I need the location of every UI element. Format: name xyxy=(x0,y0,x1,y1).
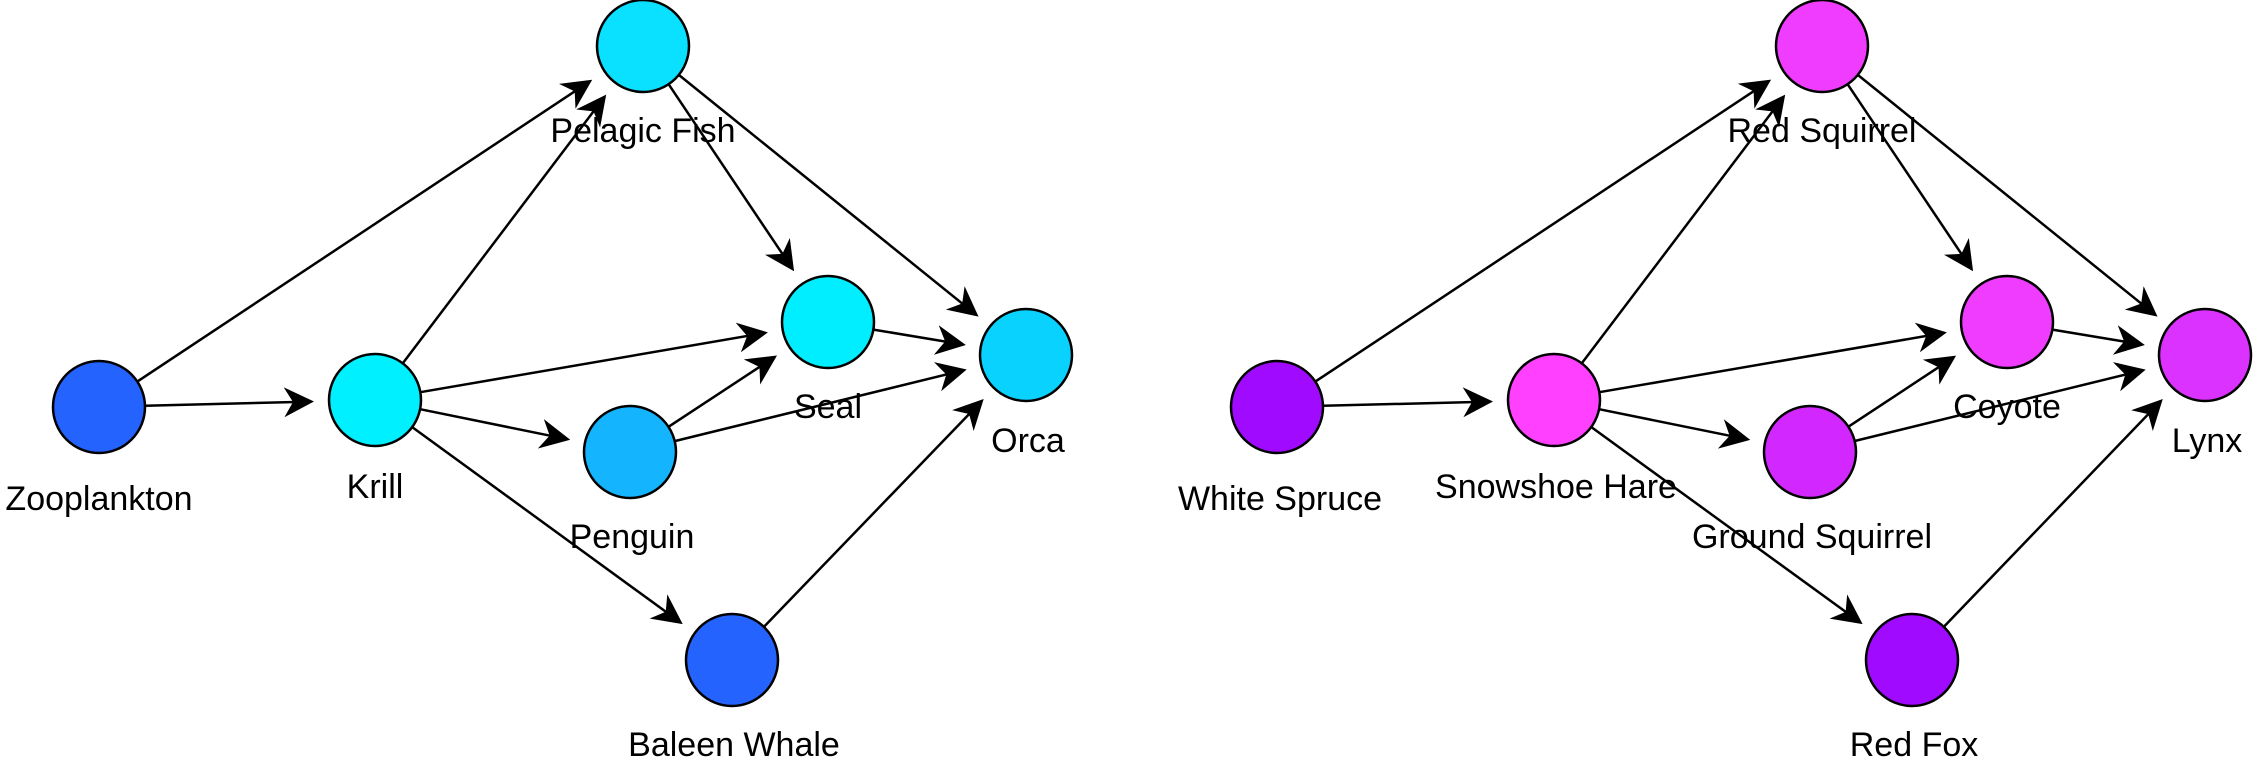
node-circle-baleen-whale[interactable] xyxy=(684,612,780,708)
node-label-baleen-whale: Baleen Whale xyxy=(628,726,840,764)
edge-krill-to-penguin xyxy=(419,407,571,449)
edge-red-squirrel-to-lynx xyxy=(1857,73,2158,317)
node-label-pelagic-fish: Pelagic Fish xyxy=(550,112,735,150)
node-circle-white-spruce[interactable] xyxy=(1229,359,1325,455)
node-label-red-fox: Red Fox xyxy=(1850,726,1979,764)
edge-ground-squirrel-to-coyote xyxy=(1847,355,1957,428)
node-label-coyote: Coyote xyxy=(1953,388,2061,426)
node-label-red-squirrel: Red Squirrel xyxy=(1728,112,1917,150)
node-circle-penguin[interactable] xyxy=(582,404,678,500)
node-seal[interactable]: Seal xyxy=(780,274,876,426)
node-white-spruce[interactable]: White Spruce xyxy=(1178,359,1382,518)
node-pelagic-fish[interactable]: Pelagic Fish xyxy=(550,0,736,150)
node-circle-lynx[interactable] xyxy=(2157,307,2253,403)
node-snowshoe-hare[interactable]: Snowshoe Hare xyxy=(1435,352,1677,506)
edge-snowshoe-hare-to-coyote xyxy=(1599,322,1947,394)
edge-white-spruce-to-red-squirrel xyxy=(1314,79,1772,383)
edge-penguin-to-seal xyxy=(667,355,778,428)
node-red-fox[interactable]: Red Fox xyxy=(1850,612,1979,764)
edge-pelagic-fish-to-orca xyxy=(678,73,979,317)
edge-snowshoe-hare-to-red-fox xyxy=(1590,425,1863,625)
node-label-ground-squirrel: Ground Squirrel xyxy=(1692,518,1932,556)
edge-penguin-to-orca xyxy=(674,362,967,443)
edges-layer xyxy=(136,73,2163,628)
node-circle-seal[interactable] xyxy=(780,274,876,370)
node-label-seal: Seal xyxy=(794,388,862,426)
node-circle-orca[interactable] xyxy=(978,307,1074,403)
node-circle-coyote[interactable] xyxy=(1959,274,2055,370)
node-label-orca: Orca xyxy=(991,422,1065,460)
edge-krill-to-baleen-whale xyxy=(411,426,683,625)
edge-krill-to-seal xyxy=(420,322,768,394)
edge-snowshoe-hare-to-red-squirrel xyxy=(1580,94,1786,365)
edge-coyote-to-lynx xyxy=(2052,325,2145,355)
edge-zooplankton-to-krill xyxy=(144,387,314,418)
boreal-nodes: White Spruce Snowshoe Hare Red SquirrelGro… xyxy=(1178,0,2253,764)
edge-seal-to-orca xyxy=(873,325,966,355)
edge-red-fox-to-lynx xyxy=(1942,399,2163,628)
node-penguin[interactable]: Penguin xyxy=(570,404,695,556)
node-coyote[interactable]: Coyote xyxy=(1953,274,2061,426)
node-label-lynx: Lynx xyxy=(2172,422,2243,460)
edge-snowshoe-hare-to-ground-squirrel xyxy=(1598,407,1751,449)
node-label-snowshoe-hare: Snowshoe Hare xyxy=(1435,468,1677,506)
edge-white-spruce-to-snowshoe-hare xyxy=(1322,387,1493,418)
edge-krill-to-pelagic-fish xyxy=(401,94,607,365)
node-orca[interactable]: Orca xyxy=(978,307,1074,460)
node-circle-snowshoe-hare[interactable] xyxy=(1506,352,1602,448)
node-circle-krill[interactable] xyxy=(327,352,423,448)
node-red-squirrel[interactable]: Red Squirrel xyxy=(1728,0,1917,150)
node-label-penguin: Penguin xyxy=(570,518,695,556)
node-baleen-whale[interactable]: Baleen Whale xyxy=(628,612,840,764)
node-circle-red-squirrel[interactable] xyxy=(1774,0,1870,94)
node-circle-ground-squirrel[interactable] xyxy=(1762,404,1858,500)
node-circle-red-fox[interactable] xyxy=(1864,612,1960,708)
marine-edges xyxy=(136,73,984,628)
node-ground-squirrel[interactable]: Ground Squirrel xyxy=(1692,404,1932,556)
edge-baleen-whale-to-orca xyxy=(763,398,984,628)
node-circle-zooplankton[interactable] xyxy=(51,359,147,455)
edge-pelagic-fish-to-seal xyxy=(667,83,795,272)
node-krill[interactable]: Krill xyxy=(327,352,423,506)
boreal-edges xyxy=(1314,73,2163,628)
node-circle-pelagic-fish[interactable] xyxy=(595,0,691,94)
node-label-krill: Krill xyxy=(347,468,404,506)
node-label-zooplankton: Zooplankton xyxy=(5,480,192,518)
node-label-white-spruce: White Spruce xyxy=(1178,480,1382,518)
edge-red-squirrel-to-coyote xyxy=(1846,83,1974,272)
edge-ground-squirrel-to-lynx xyxy=(1854,362,2146,443)
node-lynx[interactable]: Lynx xyxy=(2157,307,2253,460)
edge-zooplankton-to-pelagic-fish xyxy=(136,79,593,383)
node-zooplankton[interactable]: Zooplankton xyxy=(5,359,193,518)
